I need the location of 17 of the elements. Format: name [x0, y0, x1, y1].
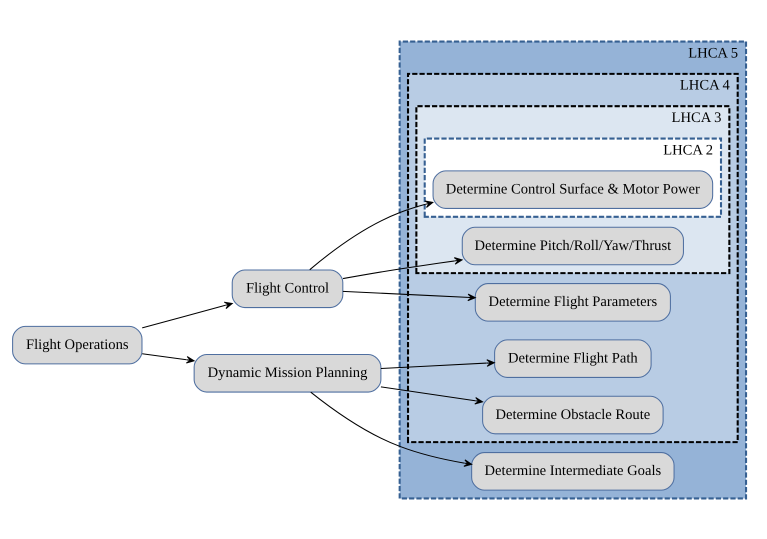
node-box: Determine Intermediate Goals — [471, 452, 675, 490]
arrow — [310, 391, 472, 466]
arrow — [380, 386, 483, 404]
node-box: Flight Operations — [12, 325, 142, 364]
node-box: Determine Flight Path — [494, 338, 652, 378]
node-box: Determine Pitch/Roll/Yaw/Thrust — [462, 226, 684, 265]
arrow — [342, 290, 476, 301]
arrow — [380, 358, 495, 369]
node-box: Determine Flight Parameters — [474, 282, 671, 322]
node-box: Dynamic Mission Planning — [194, 353, 382, 392]
arrow — [309, 200, 434, 270]
node-box: Flight Control — [232, 268, 344, 308]
arrow — [142, 301, 233, 328]
node-box: Determine Obstacle Route — [482, 395, 664, 434]
arrow — [142, 352, 195, 364]
node-box: Determine Control Surface & Motor Power — [432, 170, 714, 208]
arrow — [342, 256, 462, 279]
